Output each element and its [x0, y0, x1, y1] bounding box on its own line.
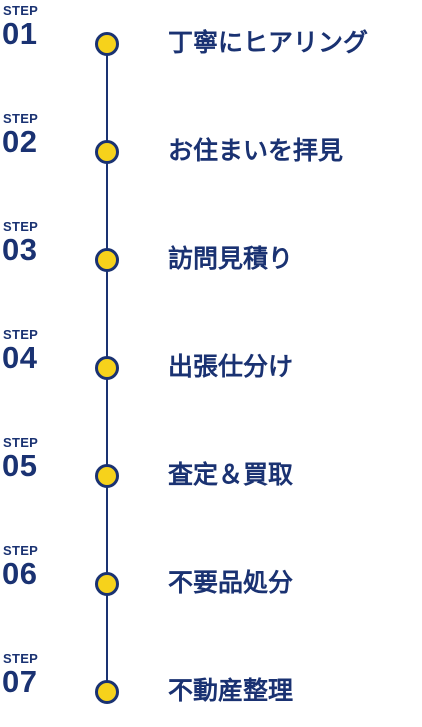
timeline-dot-icon: [95, 140, 119, 164]
timeline-dot-icon: [95, 464, 119, 488]
step-title: 不要品処分: [168, 568, 294, 597]
step-number: 04: [2, 340, 38, 375]
step-title: 出張仕分け: [168, 352, 294, 381]
step-title: 査定＆買取: [168, 460, 294, 489]
step-label: STEP: [3, 327, 39, 342]
step-number: 02: [2, 124, 38, 159]
step-number: 03: [2, 232, 38, 267]
step-number: 06: [2, 556, 38, 591]
step-label: STEP: [3, 111, 39, 126]
step-number: 07: [2, 664, 38, 699]
timeline-dot-icon: [95, 572, 119, 596]
step-item-07: STEP 07 不動産整理: [0, 652, 422, 712]
timeline-dot-icon: [95, 32, 119, 56]
timeline-dot-icon: [95, 248, 119, 272]
timeline-dot-icon: [95, 680, 119, 704]
step-label: STEP: [3, 651, 39, 666]
step-label: STEP: [3, 219, 39, 234]
step-title: 不動産整理: [168, 676, 294, 705]
step-item-01: STEP 01 丁寧にヒアリング: [0, 4, 422, 64]
step-title: 訪問見積り: [168, 244, 294, 273]
step-number: 01: [2, 16, 38, 51]
timeline-dot-icon: [95, 356, 119, 380]
step-item-03: STEP 03 訪問見積り: [0, 220, 422, 280]
step-label: STEP: [3, 543, 39, 558]
step-label: STEP: [3, 435, 39, 450]
step-number: 05: [2, 448, 38, 483]
step-item-06: STEP 06 不要品処分: [0, 544, 422, 604]
step-item-04: STEP 04 出張仕分け: [0, 328, 422, 388]
step-title: お住まいを拝見: [168, 136, 344, 165]
step-label: STEP: [3, 3, 39, 18]
step-item-02: STEP 02 お住まいを拝見: [0, 112, 422, 172]
step-item-05: STEP 05 査定＆買取: [0, 436, 422, 496]
step-title: 丁寧にヒアリング: [168, 28, 369, 57]
